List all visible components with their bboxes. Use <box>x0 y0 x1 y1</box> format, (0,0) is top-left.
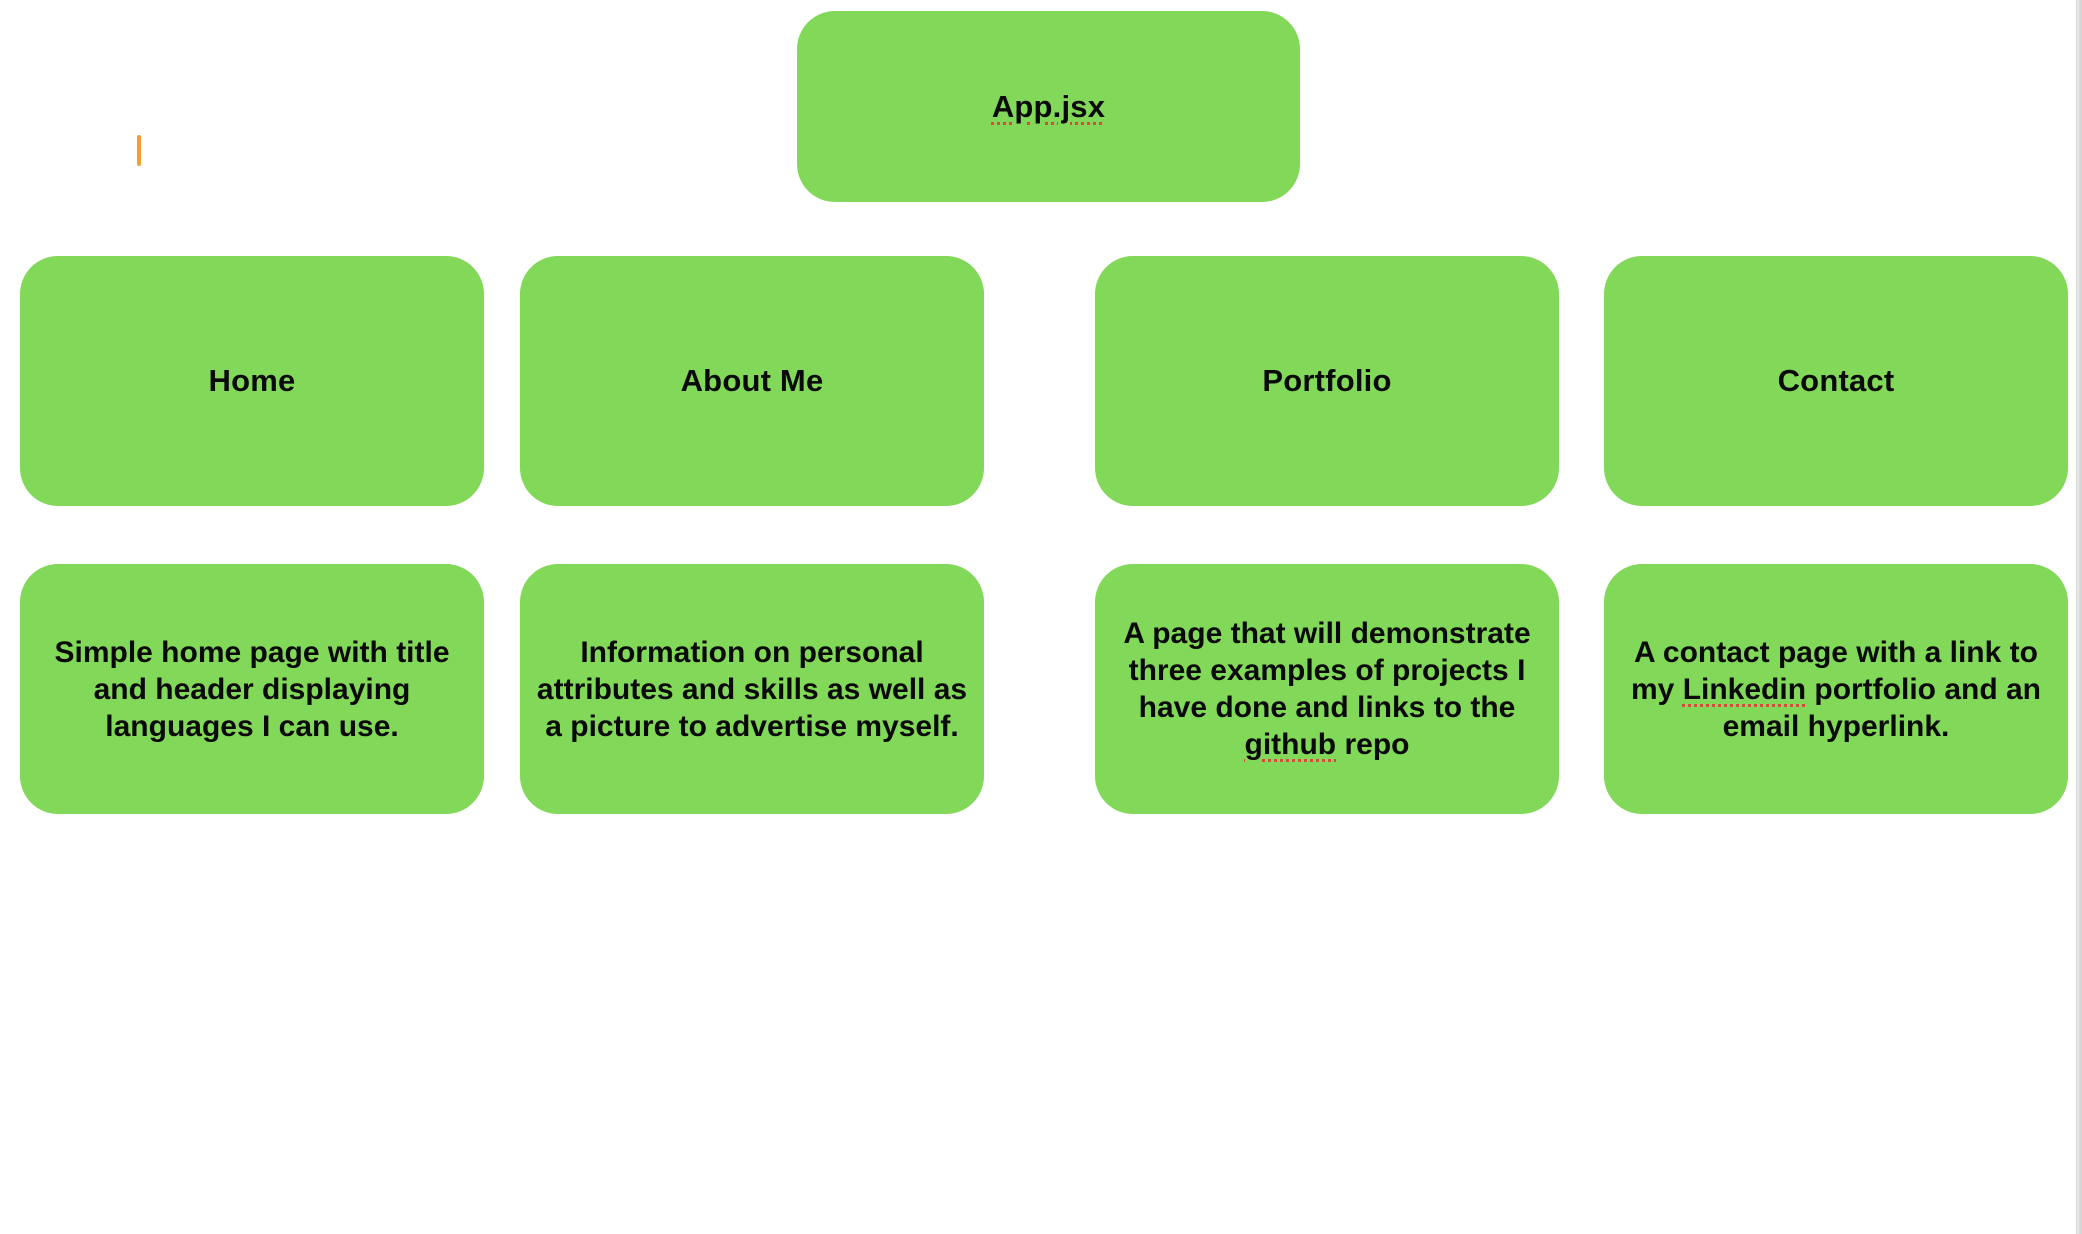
description-text: A contact page with a link to my Linkedi… <box>1604 634 2068 745</box>
description-node-contact[interactable]: A contact page with a link to my Linkedi… <box>1604 564 2068 814</box>
page-node-label: Home <box>208 363 296 398</box>
description-text-part: portfolio and an email hyperlink. <box>1722 672 2042 743</box>
description-text: Information on personal attributes and s… <box>536 635 968 743</box>
page-node-about-me[interactable]: About Me <box>520 256 984 506</box>
description-node-home[interactable]: Simple home page with title and header d… <box>20 564 484 814</box>
description-text: A page that will demonstrate three examp… <box>1095 615 1559 763</box>
page-node-label: Portfolio <box>1262 363 1392 398</box>
window-edge-scrollbar[interactable] <box>2076 0 2082 1234</box>
misspelled-word: github <box>1244 728 1337 761</box>
description-node-portfolio[interactable]: A page that will demonstrate three examp… <box>1095 564 1559 814</box>
text-caret <box>137 135 141 166</box>
description-text-part: A page that will demonstrate three examp… <box>1123 617 1531 724</box>
page-node-contact[interactable]: Contact <box>1604 256 2068 506</box>
description-text: Simple home page with title and header d… <box>54 635 450 743</box>
description-text-part: A contact page with a link to my <box>1630 635 2038 706</box>
misspelled-word: Linkedin <box>1682 672 1807 706</box>
root-node-label: App.jsx <box>991 88 1106 124</box>
page-node-label: About Me <box>680 363 824 398</box>
description-node-about-me[interactable]: Information on personal attributes and s… <box>520 564 984 814</box>
page-node-home[interactable]: Home <box>20 256 484 506</box>
root-node-app[interactable]: App.jsx <box>797 11 1300 202</box>
page-node-label: Contact <box>1777 363 1895 398</box>
page-node-portfolio[interactable]: Portfolio <box>1095 256 1559 506</box>
description-text-part: repo <box>1336 728 1410 761</box>
